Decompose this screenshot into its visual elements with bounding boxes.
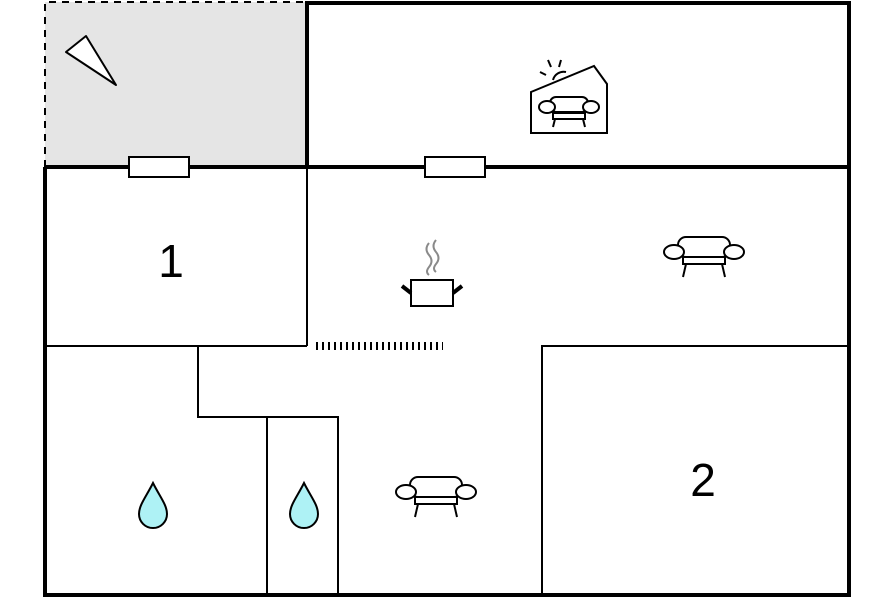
- terrace-dashed-border: [44, 1, 307, 167]
- bedroom-2-label: 2: [690, 454, 716, 506]
- water-drop-icon: [288, 480, 320, 529]
- sofa-icon: [663, 236, 745, 278]
- outer-wall: [43, 165, 851, 597]
- triangle-icon: [65, 35, 117, 86]
- windows: [128, 156, 486, 178]
- terrace-area: [44, 1, 307, 167]
- interior-walls: [45, 167, 849, 595]
- bedroom-1-label: 1: [158, 235, 184, 287]
- wall-bedroom2: [541, 345, 849, 595]
- cooking-pot-icon: [400, 239, 464, 307]
- terrace-fill: [45, 2, 307, 167]
- sun-sofa-icon: [530, 59, 608, 134]
- window-center: [424, 156, 486, 178]
- water-drop-icon: [137, 480, 169, 529]
- window-left: [128, 156, 190, 178]
- sofa-icon: [395, 476, 477, 518]
